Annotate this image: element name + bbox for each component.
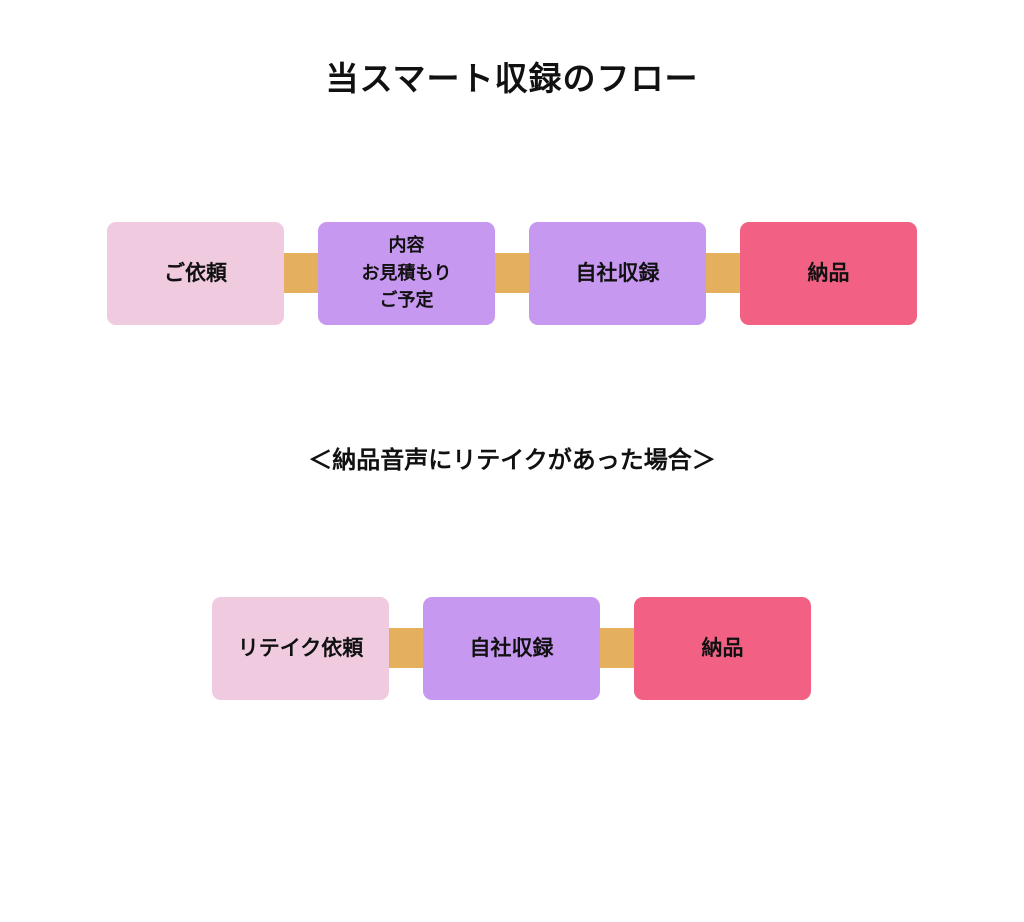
retake-heading: ＜納品音声にリテイクがあった場合＞ [308,446,716,474]
step-retake-delivery: 納品 [634,597,811,700]
flow-connector [600,628,635,668]
flow-connector [495,253,529,293]
flow-connector [284,253,318,293]
step-recording: 自社収録 [529,222,706,325]
step-delivery: 納品 [740,222,917,325]
step-estimate: 内容 お見積もり ご予定 [318,222,495,325]
step-retake-recording: 自社収録 [423,597,600,700]
flow-connector [706,253,740,293]
page-title: 当スマート収録のフロー [325,59,699,98]
step-retake-request: リテイク依頼 [212,597,389,700]
flow-connector [389,628,424,668]
step-request: ご依頼 [107,222,284,325]
